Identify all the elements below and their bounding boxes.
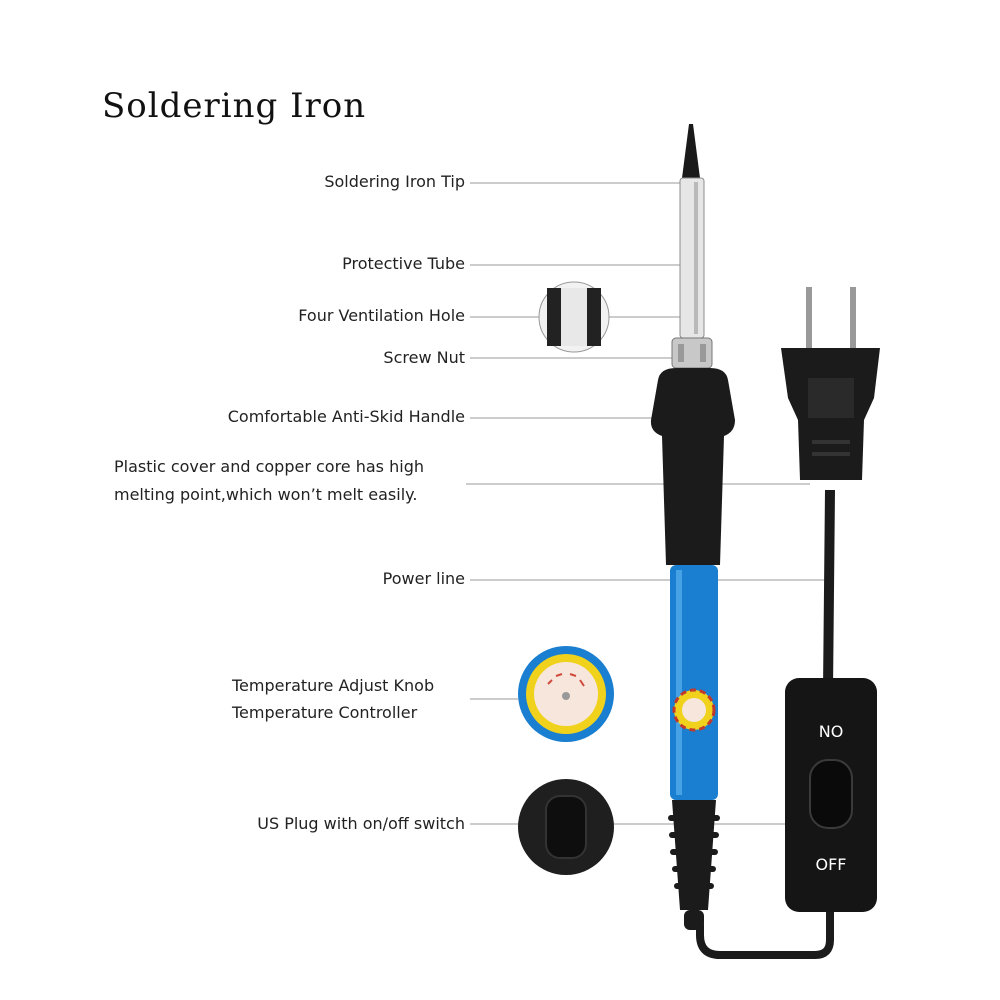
soldering-tip <box>682 124 700 178</box>
leader-lines <box>466 182 825 825</box>
label-temperature-knob: Temperature Adjust Knob <box>232 676 435 695</box>
label-ventilation-hole: Four Ventilation Hole <box>298 306 465 325</box>
label-us-plug-switch: US Plug with on/off switch <box>257 814 465 833</box>
label-protective-tube: Protective Tube <box>342 254 465 273</box>
strain-relief <box>668 800 720 930</box>
knob-magnifier <box>518 646 614 742</box>
label-plastic-cover-line2: melting point,which won’t melt easily. <box>114 485 418 504</box>
label-temperature-controller: Temperature Controller <box>232 703 418 722</box>
label-soldering-iron-tip: Soldering Iron Tip <box>324 172 465 191</box>
power-cord <box>823 489 835 691</box>
vent-hole-magnifier <box>538 281 610 353</box>
label-plastic-cover-line1: Plastic cover and copper core has high <box>114 457 424 476</box>
switch-label-off: OFF <box>816 855 847 874</box>
protective-tube <box>679 177 705 339</box>
label-anti-skid-handle: Comfortable Anti-Skid Handle <box>227 407 465 426</box>
switch-rocker <box>809 759 853 829</box>
page-title: Soldering Iron <box>102 86 367 126</box>
anti-skid-handle <box>650 368 735 565</box>
switch-magnifier <box>518 779 614 875</box>
label-power-line: Power line <box>382 569 465 588</box>
us-plug <box>781 287 880 480</box>
label-screw-nut: Screw Nut <box>383 348 465 367</box>
switch-label-on: NO <box>819 722 844 741</box>
